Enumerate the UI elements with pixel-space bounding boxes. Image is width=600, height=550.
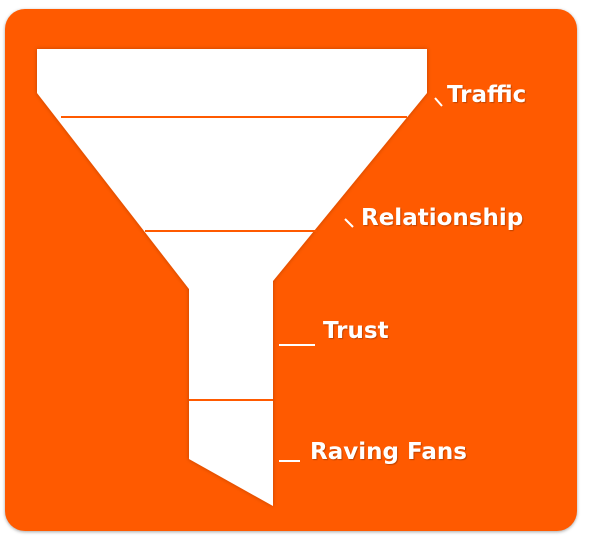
stage-label-raving-fans: Raving Fans: [310, 439, 467, 465]
funnel-shape: [37, 49, 427, 506]
diagram-panel: [5, 9, 577, 531]
stage-label-trust: Trust: [323, 318, 389, 344]
leader-relationship: [344, 218, 354, 228]
stage-label-traffic: Traffic: [447, 82, 527, 108]
funnel-diagram: [37, 49, 443, 506]
stage-label-relationship: Relationship: [361, 205, 524, 231]
leader-traffic: [434, 97, 443, 107]
